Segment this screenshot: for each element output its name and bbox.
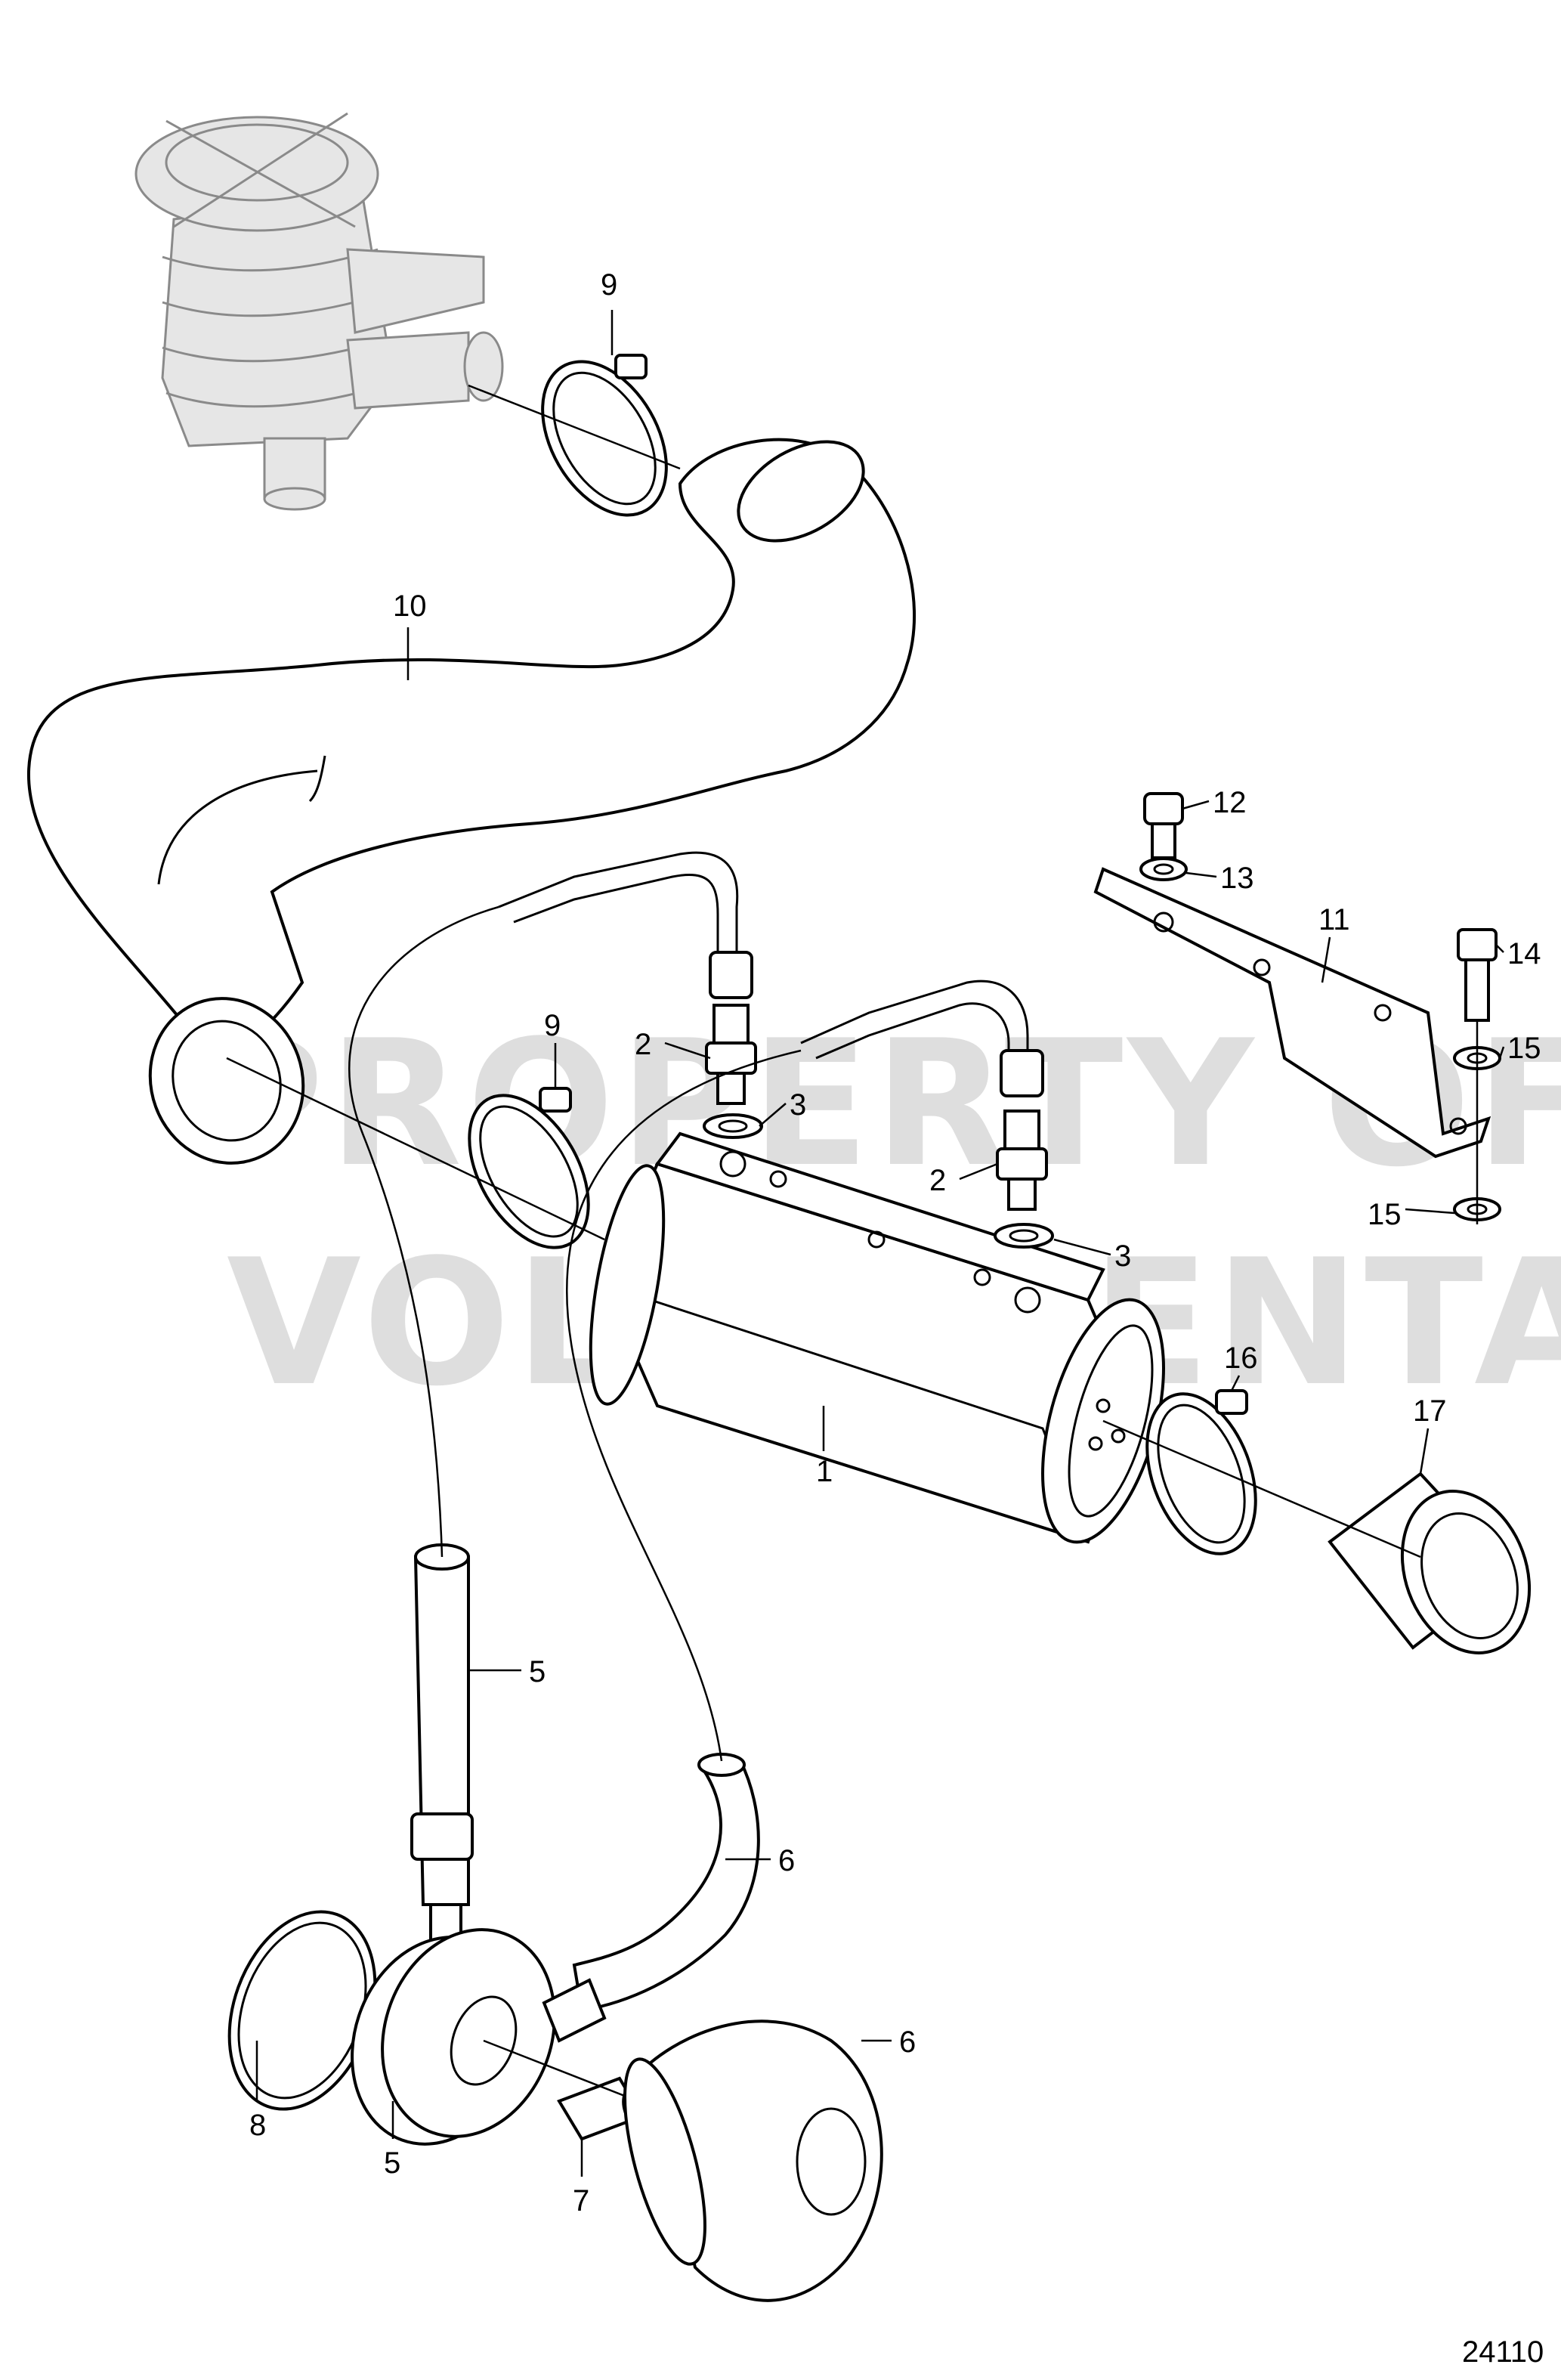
callout-4: 5 xyxy=(384,2146,400,2180)
hose-10 xyxy=(27,438,917,1165)
callout-8: 8 xyxy=(249,2109,266,2142)
bolt-12 xyxy=(1143,792,1184,859)
bracket-11 xyxy=(1093,867,1491,1159)
reference-number: 24110 xyxy=(1462,2335,1544,2369)
hose-clamp-9-lower xyxy=(468,1087,590,1249)
filter-bracket-4 xyxy=(351,1903,607,2146)
callout-1: 1 xyxy=(816,1455,833,1488)
callout-6: 6 xyxy=(899,2026,916,2059)
seal-washer-3-right xyxy=(994,1223,1054,1249)
hose-5-right xyxy=(572,1753,760,2013)
callout-13: 13 xyxy=(1220,862,1254,895)
callout-labels: 9 10 9 2 3 2 3 12 13 11 14 15 15 16 17 1… xyxy=(249,268,1541,2218)
sea-water-strainer-ghost xyxy=(134,112,504,511)
hose-clamp-16 xyxy=(1145,1389,1257,1555)
callout-2-right: 2 xyxy=(929,1164,946,1197)
callout-2-left: 2 xyxy=(635,1028,651,1061)
callout-3-left: 3 xyxy=(790,1088,806,1122)
pipe-right xyxy=(800,980,1044,1097)
callout-11: 11 xyxy=(1318,903,1350,936)
callout-15-bottom: 15 xyxy=(1368,1198,1402,1231)
callout-12: 12 xyxy=(1213,786,1247,819)
callout-9-top: 9 xyxy=(601,268,617,302)
seal-washer-3-left xyxy=(703,1113,763,1139)
callout-17: 17 xyxy=(1413,1394,1447,1428)
callout-leaders xyxy=(255,310,1505,2177)
callout-7: 7 xyxy=(573,2184,589,2218)
pipe-left xyxy=(498,851,753,999)
callout-5-right: 6 xyxy=(778,1844,795,1877)
heat-exchanger-1 xyxy=(589,1131,1165,1544)
callout-9-lower: 9 xyxy=(544,1009,561,1042)
oil-filter-6 xyxy=(623,2019,883,2302)
washer-13 xyxy=(1139,857,1188,881)
connector-2-right xyxy=(996,1110,1048,1211)
callout-10: 10 xyxy=(393,590,427,623)
callout-5-left: 5 xyxy=(529,1655,546,1688)
hose-5-left xyxy=(410,1543,474,1906)
callout-15-top: 15 xyxy=(1507,1032,1541,1065)
callout-3-right: 3 xyxy=(1114,1240,1131,1273)
connector-2-left xyxy=(705,1004,757,1105)
callout-14: 14 xyxy=(1507,937,1541,970)
bolt-14 xyxy=(1457,928,1498,1022)
callout-16: 16 xyxy=(1224,1342,1258,1375)
end-cap-17 xyxy=(1328,1472,1532,1654)
